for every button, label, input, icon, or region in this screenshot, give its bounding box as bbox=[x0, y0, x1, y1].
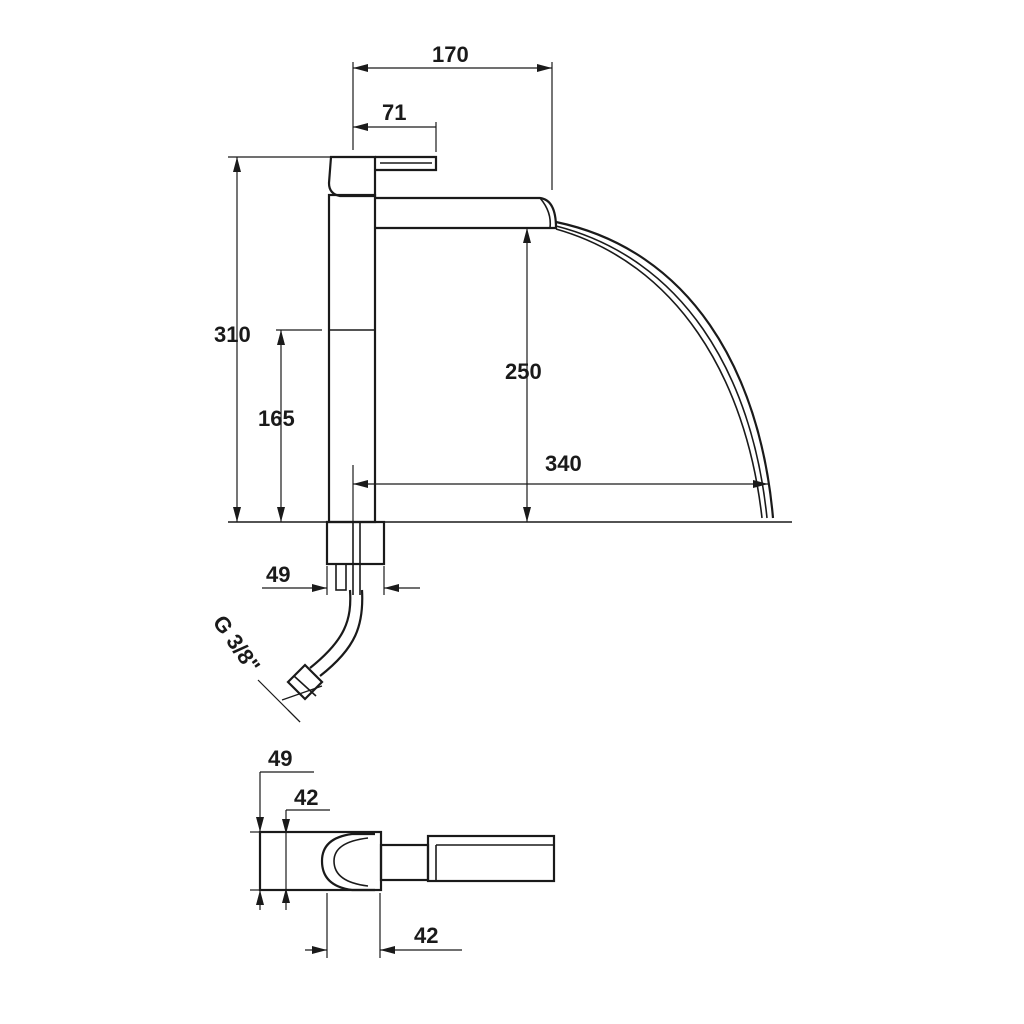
top-view: 49 42 42 bbox=[250, 746, 556, 958]
faucet-body bbox=[327, 193, 377, 524]
dimension-250-label: 250 bbox=[505, 359, 542, 384]
dimension-49-side: 49 bbox=[262, 562, 420, 595]
spout bbox=[375, 196, 558, 230]
dimension-170: 170 bbox=[352, 42, 553, 190]
hose-nut-line bbox=[293, 675, 317, 697]
dimension-42-bottom-label: 42 bbox=[414, 923, 438, 948]
thread-label: G 3/8" bbox=[208, 611, 265, 678]
spout-lip bbox=[539, 197, 552, 229]
dimension-49-top: 49 bbox=[250, 746, 314, 910]
dimension-71: 71 bbox=[353, 100, 437, 152]
top-lever-inner bbox=[333, 837, 369, 887]
hose-nut bbox=[286, 663, 324, 701]
lever-arm bbox=[375, 155, 438, 172]
lever-handle bbox=[327, 155, 377, 198]
top-spout-end bbox=[426, 834, 556, 883]
flex-hose-2 bbox=[319, 589, 364, 677]
dimension-49-top-label: 49 bbox=[268, 746, 292, 771]
top-spout bbox=[379, 843, 430, 882]
dimension-340-label: 340 bbox=[545, 451, 582, 476]
water-stream-mid bbox=[555, 228, 763, 519]
water-stream-outer bbox=[555, 220, 775, 519]
dimension-310-label: 310 bbox=[214, 322, 251, 347]
dimension-340: 340 bbox=[352, 451, 768, 522]
dimension-71-label: 71 bbox=[382, 100, 406, 125]
dimension-42-bottom: 42 bbox=[305, 893, 462, 958]
dimension-165: 165 bbox=[258, 329, 322, 522]
top-base bbox=[258, 830, 383, 892]
dimension-165-label: 165 bbox=[258, 406, 295, 431]
dimension-42-top: 42 bbox=[282, 785, 330, 910]
top-lever bbox=[320, 832, 375, 892]
dimension-250: 250 bbox=[505, 228, 542, 522]
side-view: 170 71 310 165 bbox=[208, 42, 792, 723]
flex-hose bbox=[309, 589, 352, 669]
water-stream-inner bbox=[555, 225, 768, 519]
mounting-stud bbox=[335, 563, 347, 591]
dimension-170-label: 170 bbox=[432, 42, 469, 67]
dimension-310: 310 bbox=[214, 156, 330, 522]
dimension-42-top-label: 42 bbox=[294, 785, 318, 810]
mounting-block bbox=[325, 520, 386, 566]
dimension-49-side-label: 49 bbox=[266, 562, 290, 587]
